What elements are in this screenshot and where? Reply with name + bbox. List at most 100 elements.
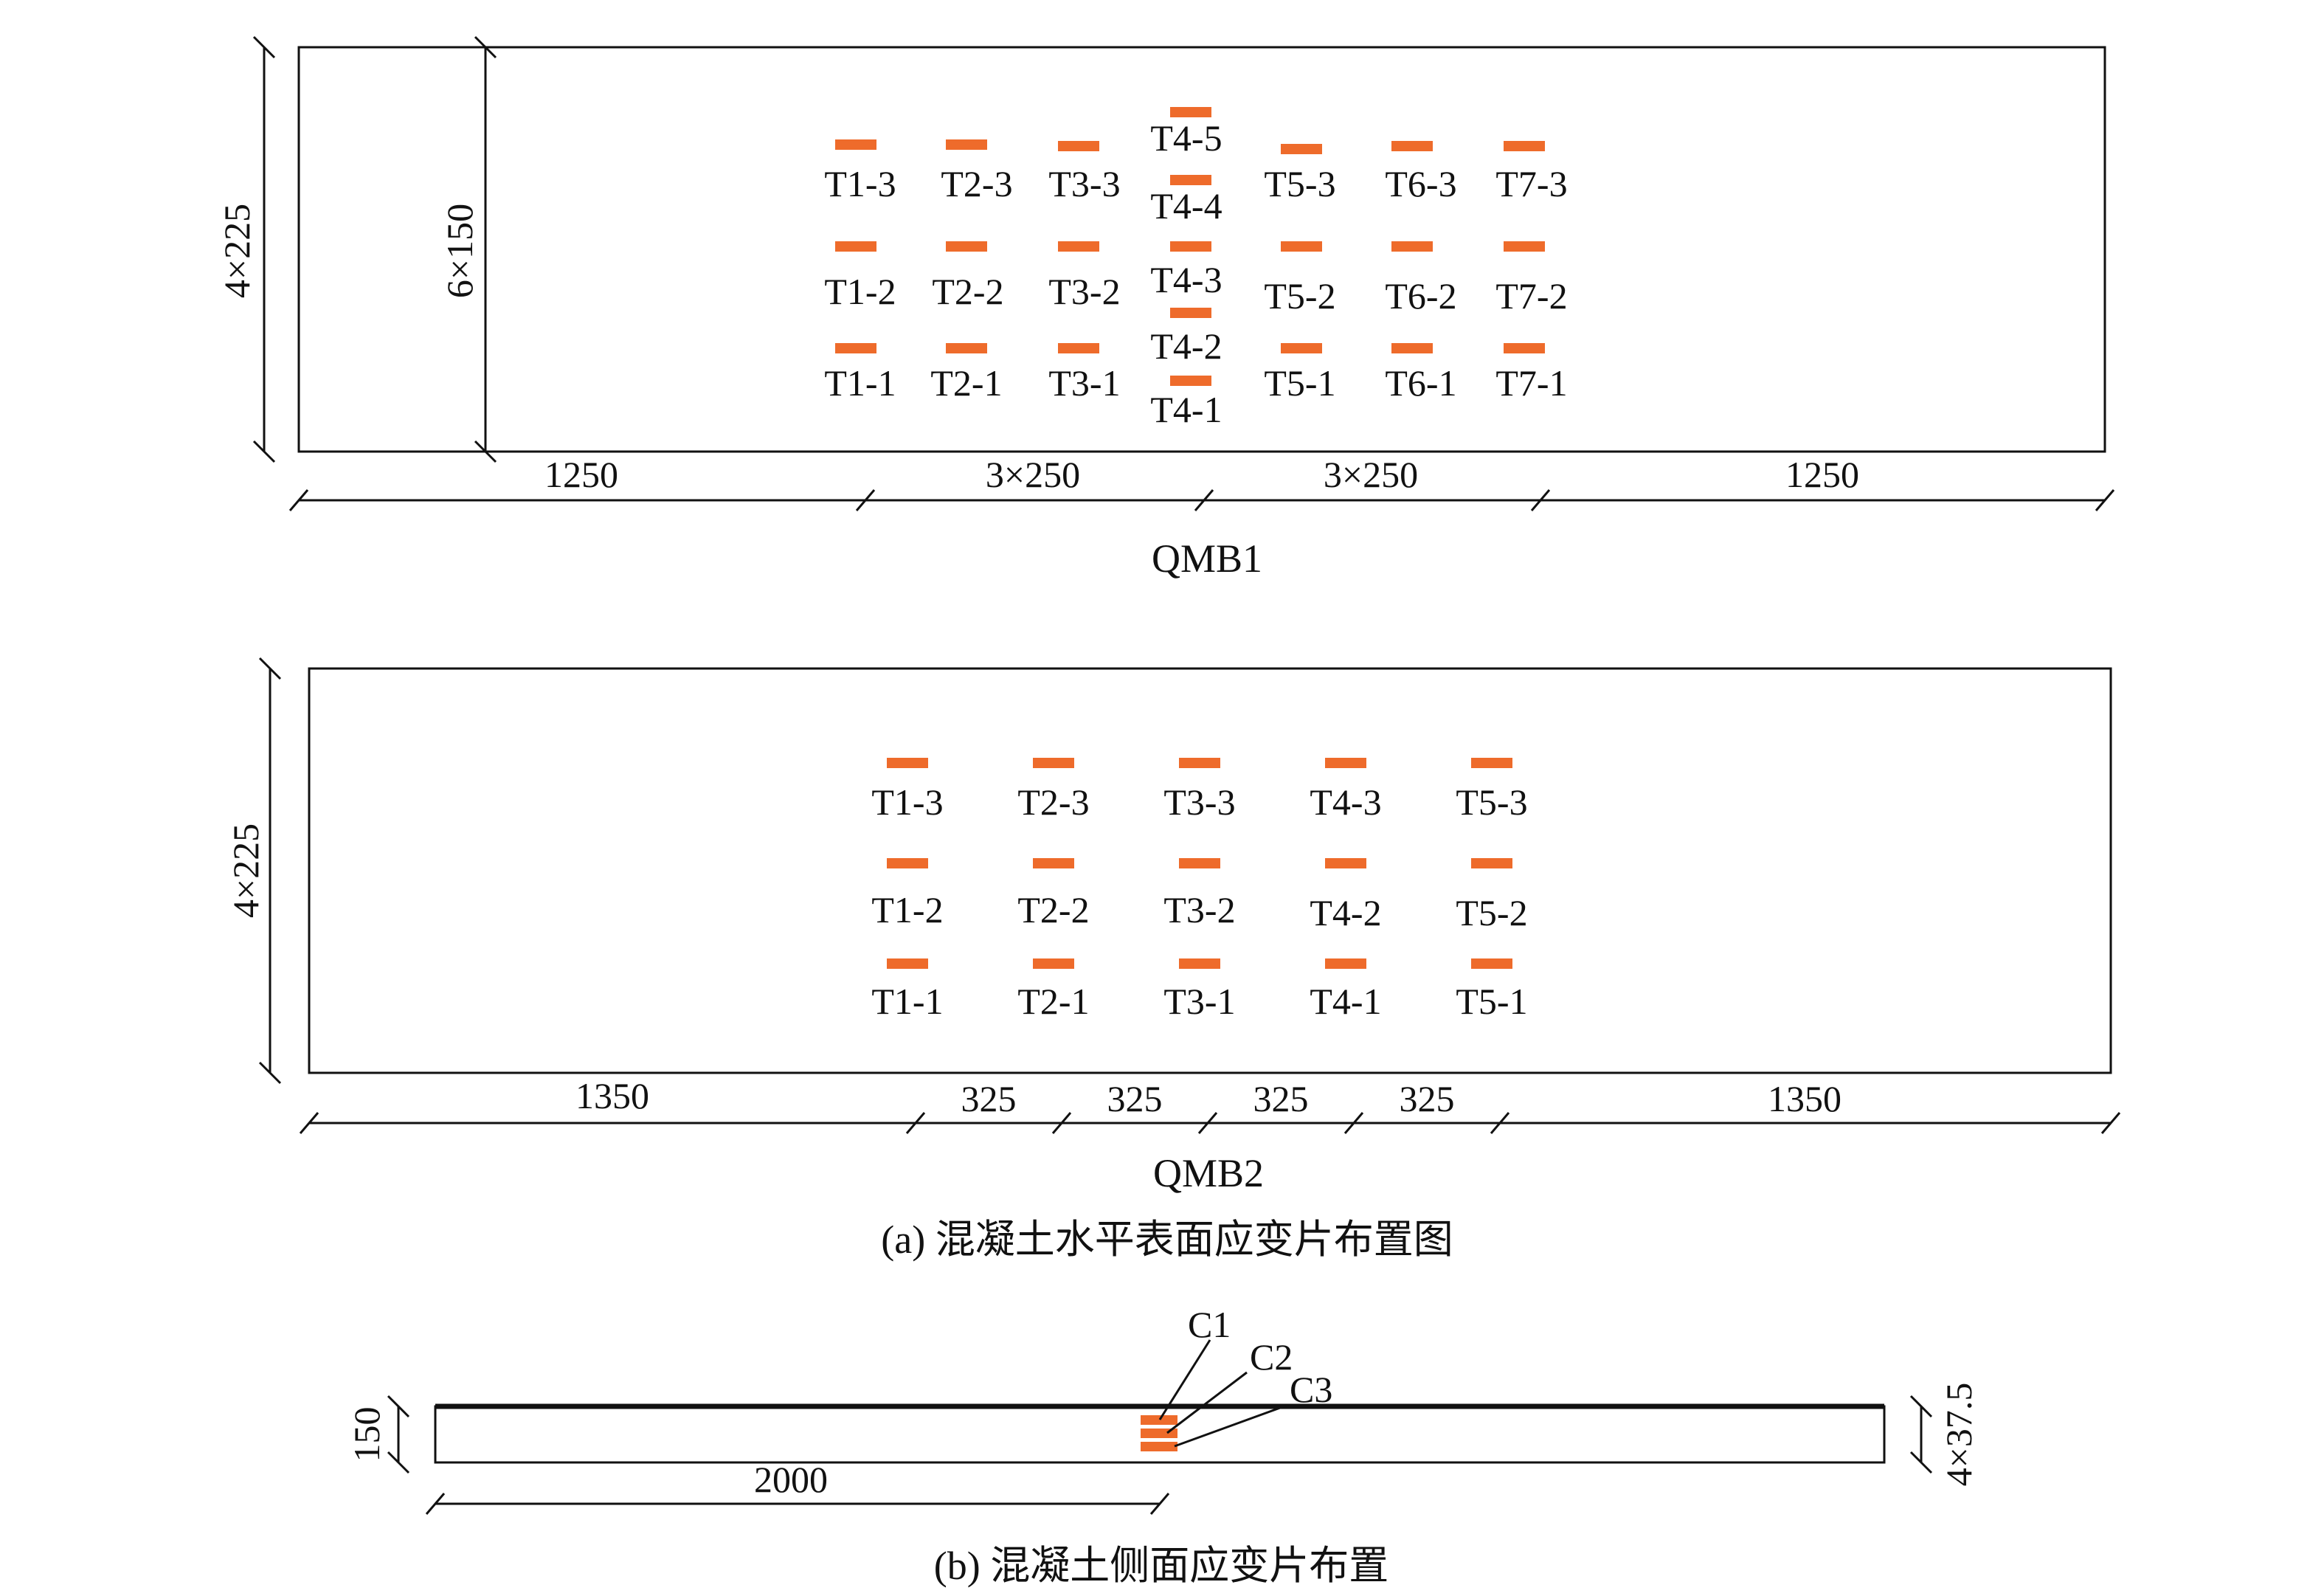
side-leader-c2 [1166,1371,1248,1434]
side-gauge-label-c3: C3 [1290,1369,1332,1410]
qmb2-dim-1350-left: 1350 [575,1075,649,1116]
side-right-dim-tick [1909,1395,1933,1418]
qmb2-height-dim-tick [258,1061,282,1085]
qmb1-inner-dim-tick [474,440,497,463]
dim-tick [1051,1112,1072,1134]
qmb2-gauge-t5-1 [1471,958,1512,969]
qmb1-gauge-t4-1 [1170,376,1211,386]
dim-tick [855,489,876,511]
qmb2-gauge-label-t1-1: T1-1 [871,981,943,1022]
side-height-dim-tick [387,1451,410,1474]
side-height-dim-label: 150 [346,1407,387,1462]
qmb2-gauge-t5-2 [1471,858,1512,868]
qmb1-gauge-t7-2 [1504,241,1545,252]
qmb2-gauge-label-t3-1: T3-1 [1163,981,1235,1022]
side-length-dim-label: 2000 [754,1459,828,1500]
qmb2-gauge-label-t1-2: T1-2 [871,889,943,930]
qmb1-bottom-dim-ticks [288,489,2115,511]
qmb2-dim-325-1: 325 [961,1078,1017,1119]
caption-a: (a) 混凝土水平表面应变片布置图 [881,1217,1453,1262]
qmb1-gauge-t2-1 [946,343,987,353]
qmb1-gauge-t3-2 [1058,241,1099,252]
qmb1-gauge-label-t1-2: T1-2 [824,271,896,312]
qmb1-dim-1250-left: 1250 [544,454,618,495]
qmb1-gauge-label-t5-1: T5-1 [1264,362,1335,404]
qmb1-gauge-label-t3-3: T3-3 [1048,163,1120,204]
qmb1-gauge-label-t7-3: T7-3 [1495,163,1567,204]
qmb1-gauge-t6-3 [1391,141,1433,151]
qmb2-gauge-t1-3 [887,758,928,768]
qmb1-gauge-t7-3 [1504,141,1545,151]
qmb1-gauge-label-t7-2: T7-2 [1495,275,1567,317]
qmb1-gauge-label-t5-3: T5-3 [1264,163,1335,204]
qmb1-gauge-t1-3 [835,139,876,150]
side-height-dim-tick [387,1395,410,1418]
side-leader-c1 [1158,1339,1211,1420]
side-view: 150 4×37.5 2000 C1 C2 C3 [346,1304,1979,1515]
qmb1-gauge-label-t6-3: T6-3 [1385,163,1456,204]
qmb1-gauge-t6-2 [1391,241,1433,252]
qmb2-gauge-t4-1 [1325,958,1366,969]
qmb1-gauge-t1-2 [835,241,876,252]
qmb1-dim-3x250-left: 3×250 [986,454,1080,495]
side-right-dim-tick [1909,1451,1933,1474]
qmb2-title: QMB2 [1153,1151,1264,1195]
qmb2-gauge-label-t4-2: T4-2 [1310,892,1381,933]
qmb1-gauge-t1-1 [835,343,876,353]
qmb2-gauge-label-t5-3: T5-3 [1456,781,1527,823]
dim-tick [2095,489,2115,511]
qmb1-gauge-label-t4-1: T4-1 [1150,389,1222,430]
qmb2-plan: 4×225 1350 325 325 325 325 1350 QMB2 T1-… [225,657,2121,1195]
side-length-dim-tick [425,1493,446,1515]
qmb1-height-dim-label: 4×225 [216,204,257,298]
qmb1-dim-3x250-right: 3×250 [1324,454,1418,495]
qmb1-gauge-label-t7-1: T7-1 [1495,362,1567,404]
qmb1-gauge-label-t4-4: T4-4 [1150,185,1222,227]
qmb2-gauge-t4-2 [1325,858,1366,868]
qmb1-gauge-t3-3 [1058,141,1099,151]
qmb1-gauge-t4-4 [1170,175,1211,185]
qmb1-gauge-t5-2 [1281,241,1322,252]
qmb1-gauge-label-t3-1: T3-1 [1048,362,1120,404]
qmb2-gauge-label-t2-2: T2-2 [1017,889,1089,930]
qmb2-gauge-label-t5-1: T5-1 [1456,981,1527,1022]
qmb1-gauge-t4-3 [1170,241,1211,252]
dim-tick [905,1112,926,1134]
qmb2-gauge-label-t5-2: T5-2 [1456,892,1527,933]
side-gauge-c1 [1141,1415,1177,1425]
dim-tick [299,1112,319,1134]
caption-b: (b) 混凝土侧面应变片布置 [934,1544,1388,1588]
dim-tick [1197,1112,1218,1134]
qmb2-slab-outline [308,667,2112,1074]
qmb2-gauge-label-t4-3: T4-3 [1310,781,1381,823]
qmb2-gauge-t5-3 [1471,758,1512,768]
qmb1-gauge-t3-1 [1058,343,1099,353]
qmb2-gauge-label-t2-1: T2-1 [1017,981,1089,1022]
qmb2-gauge-t2-3 [1033,758,1074,768]
qmb2-gauge-label-t1-3: T1-3 [871,781,943,823]
qmb1-gauge-t2-3 [946,139,987,150]
qmb1-gauge-label-t1-3: T1-3 [824,163,896,204]
qmb2-gauge-label-t3-2: T3-2 [1163,889,1235,930]
qmb2-height-dim-label: 4×225 [225,823,266,918]
qmb1-plan: 4×225 6×150 1250 3×250 3×250 1250 QMB1 T… [216,35,2115,581]
qmb2-gauge-t2-1 [1033,958,1074,969]
qmb1-gauge-label-t2-1: T2-1 [930,362,1002,404]
dim-tick [1343,1112,1364,1134]
qmb2-gauge-t4-3 [1325,758,1366,768]
qmb2-dim-325-3: 325 [1253,1078,1309,1119]
qmb1-gauge-label-t3-2: T3-2 [1048,271,1120,312]
qmb2-gauge-t1-2 [887,858,928,868]
qmb2-gauge-label-t2-3: T2-3 [1017,781,1089,823]
qmb1-gauge-label-t4-2: T4-2 [1150,325,1222,367]
qmb1-height-dim-tick [252,35,276,59]
qmb1-gauge-label-t6-2: T6-2 [1385,275,1456,317]
dim-tick [288,489,309,511]
qmb1-gauge-label-t2-3: T2-3 [941,163,1012,204]
dim-tick [2100,1112,2121,1134]
qmb1-gauge-t5-1 [1281,343,1322,353]
side-leader-c3 [1174,1403,1289,1448]
dim-tick [1194,489,1214,511]
